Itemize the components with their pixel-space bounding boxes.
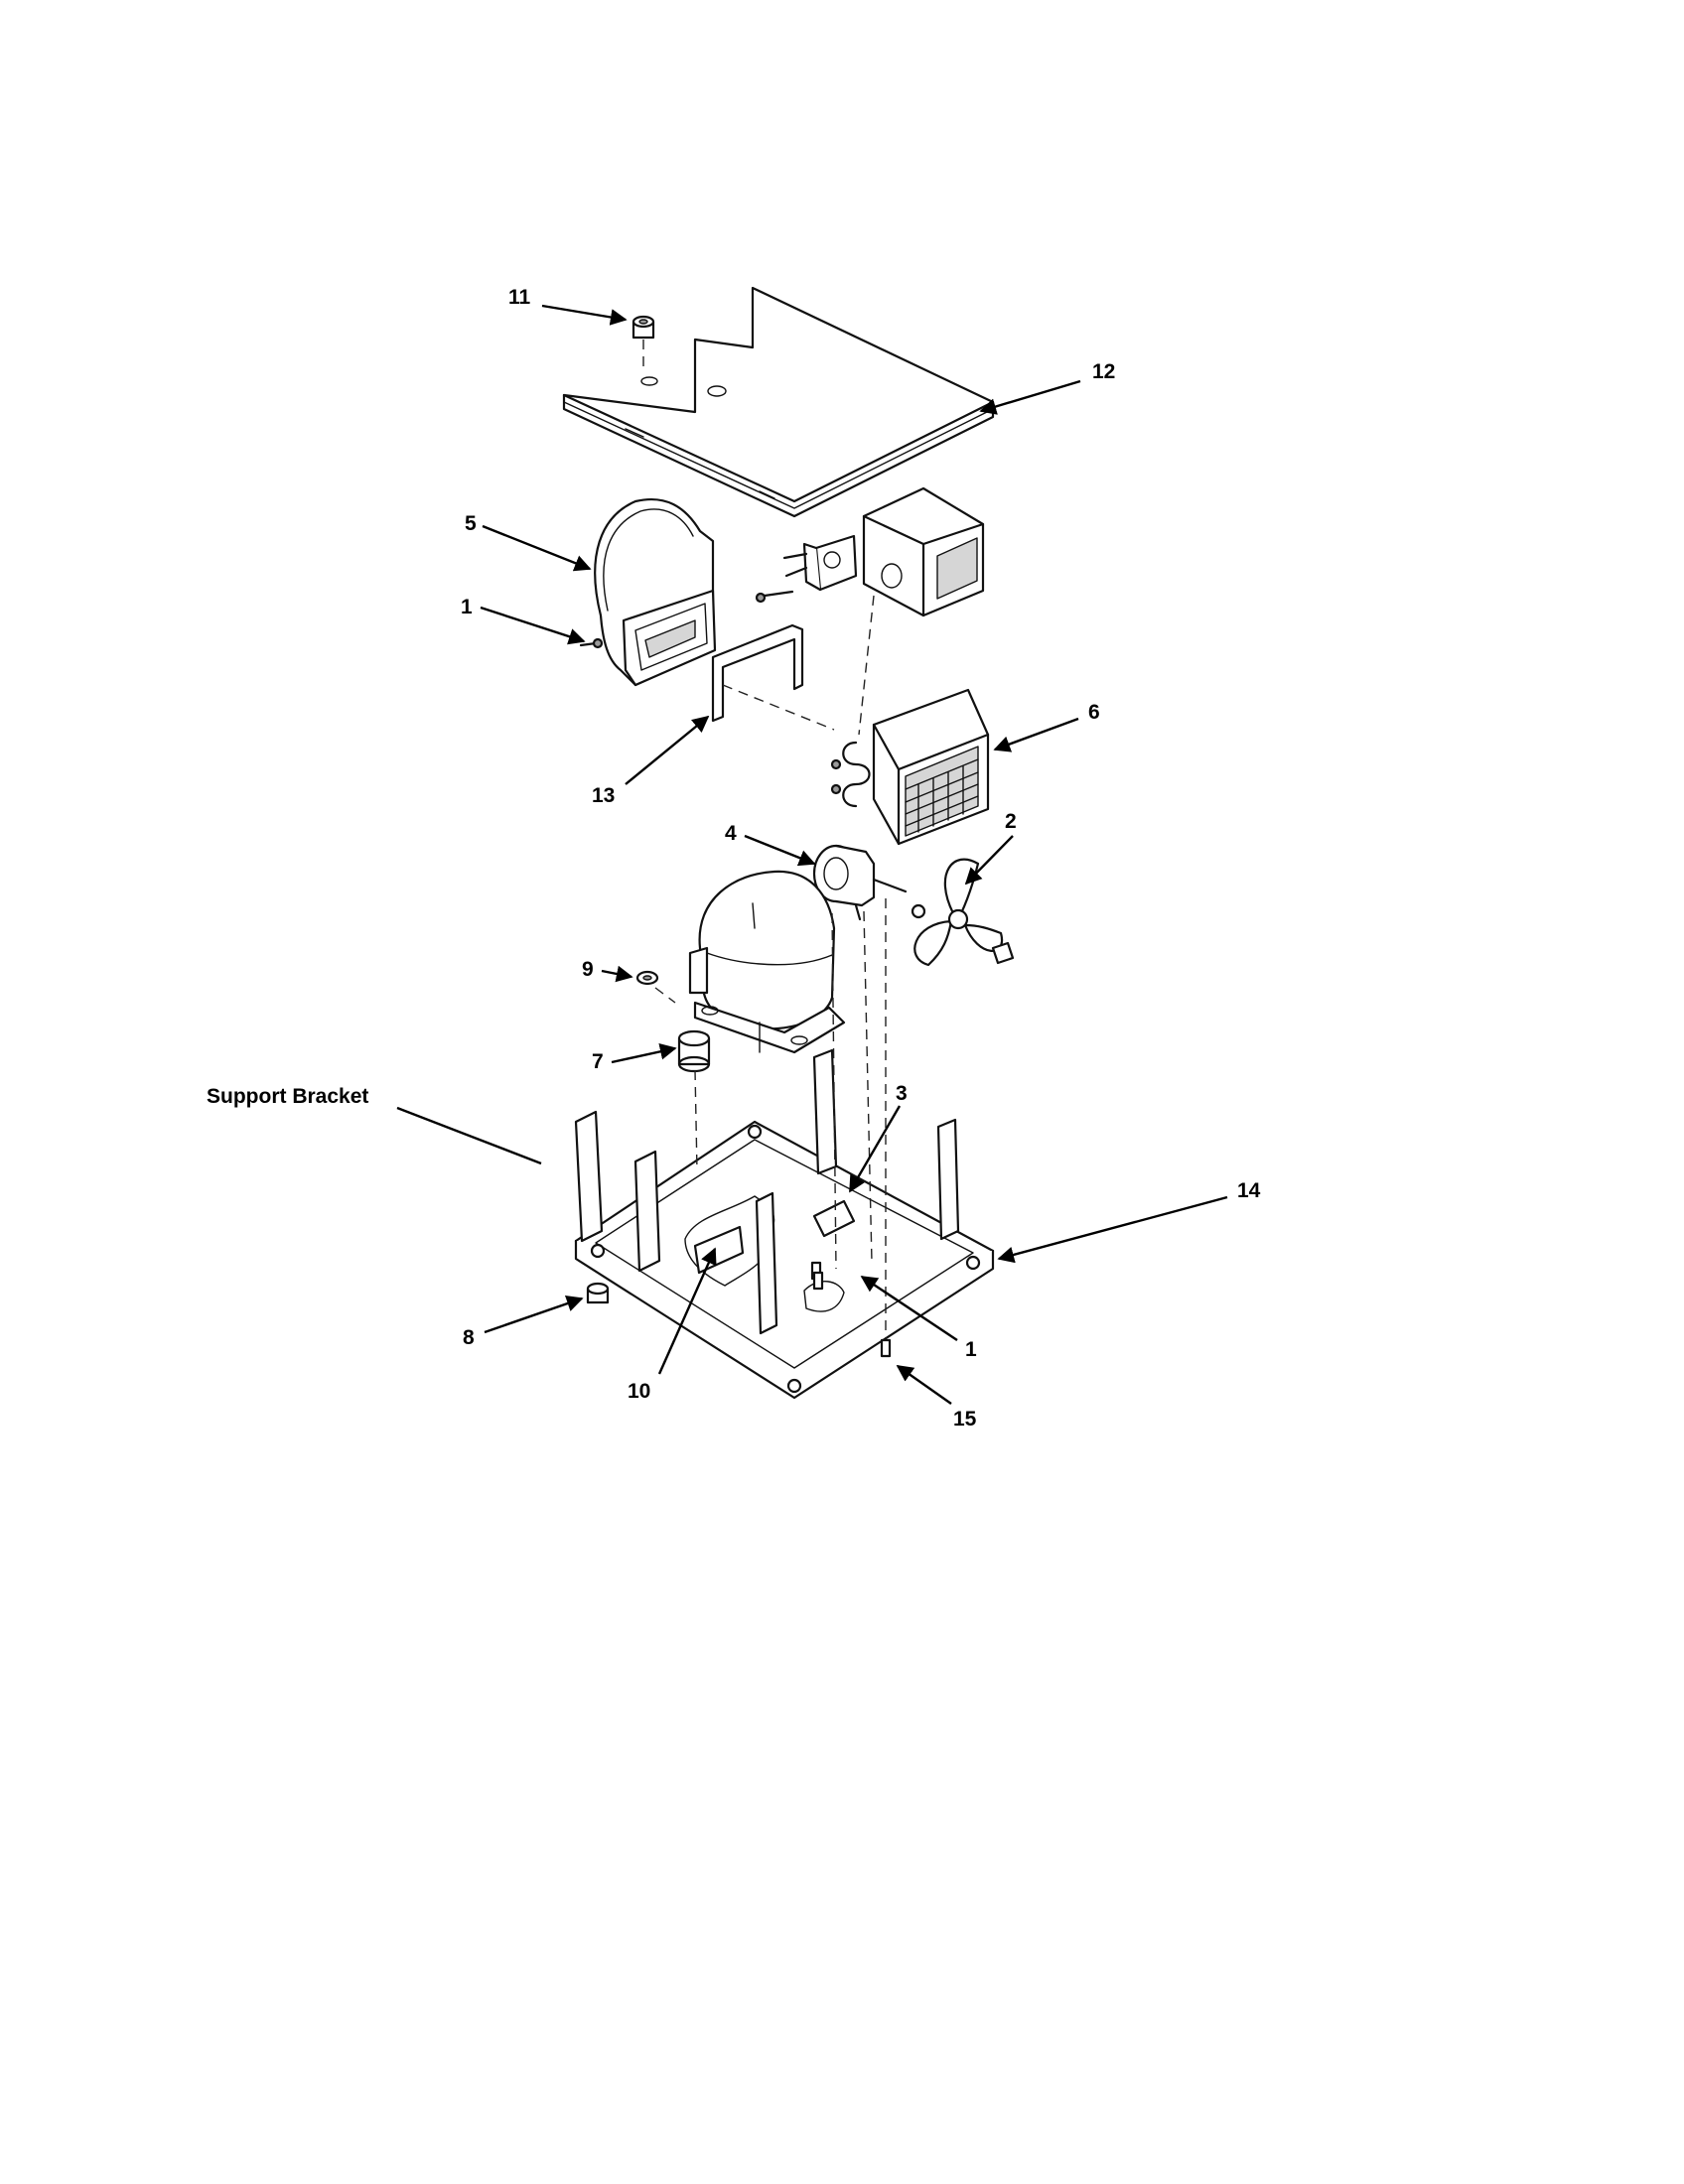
washer-part-9 bbox=[635, 970, 676, 1004]
grommet-part-7 bbox=[677, 1029, 711, 1073]
callout-label-12: 12 bbox=[1092, 360, 1115, 383]
blower-housing bbox=[579, 497, 717, 687]
callout-5: 5 bbox=[465, 512, 592, 572]
callout-label-1-top: 1 bbox=[461, 596, 473, 618]
callout-label-13: 13 bbox=[592, 784, 615, 807]
callout-1-bottom: 1 bbox=[860, 1276, 977, 1361]
callout-label-11: 11 bbox=[508, 286, 531, 309]
callout-label-4: 4 bbox=[725, 822, 737, 845]
callout-13: 13 bbox=[592, 715, 710, 807]
fan-blade bbox=[911, 858, 1015, 967]
alignment-lines bbox=[694, 595, 887, 1338]
evaporator-coil bbox=[830, 688, 990, 846]
callout-15: 15 bbox=[896, 1365, 977, 1431]
callout-9: 9 bbox=[582, 958, 633, 983]
callout-10: 10 bbox=[628, 1247, 717, 1403]
callout-label-3: 3 bbox=[896, 1082, 908, 1105]
callout-12: 12 bbox=[979, 360, 1115, 415]
callout-label-15: 15 bbox=[953, 1408, 977, 1431]
compressor bbox=[688, 870, 846, 1054]
u-bracket-part-13 bbox=[711, 623, 804, 723]
base-frame bbox=[574, 1048, 995, 1400]
callout-support-bracket: Support Bracket bbox=[207, 1085, 542, 1165]
callout-label-10: 10 bbox=[628, 1380, 650, 1403]
callout-1-top: 1 bbox=[461, 596, 586, 645]
callout-14: 14 bbox=[997, 1179, 1261, 1264]
top-cover-panel bbox=[562, 286, 995, 518]
callout-label-8: 8 bbox=[463, 1326, 475, 1349]
callout-label-5: 5 bbox=[465, 512, 477, 535]
callout-label-1-bottom: 1 bbox=[965, 1338, 977, 1361]
control-valve-assembly bbox=[755, 534, 858, 604]
upper-enclosure-box bbox=[862, 486, 985, 617]
callout-3: 3 bbox=[848, 1082, 908, 1193]
fan-motor bbox=[812, 844, 908, 921]
plug-part-11 bbox=[632, 315, 655, 373]
callout-7: 7 bbox=[592, 1043, 677, 1073]
callout-label-6: 6 bbox=[1088, 701, 1100, 724]
callout-label-7: 7 bbox=[592, 1050, 604, 1073]
callout-label-support-bracket: Support Bracket bbox=[207, 1085, 368, 1108]
callout-label-14: 14 bbox=[1237, 1179, 1261, 1202]
callout-label-9: 9 bbox=[582, 958, 594, 981]
callout-8: 8 bbox=[463, 1296, 584, 1349]
callout-11: 11 bbox=[508, 286, 628, 326]
callout-4: 4 bbox=[725, 822, 816, 867]
callout-label-2: 2 bbox=[1005, 810, 1017, 833]
callout-6: 6 bbox=[993, 701, 1100, 752]
callout-2: 2 bbox=[964, 810, 1017, 886]
